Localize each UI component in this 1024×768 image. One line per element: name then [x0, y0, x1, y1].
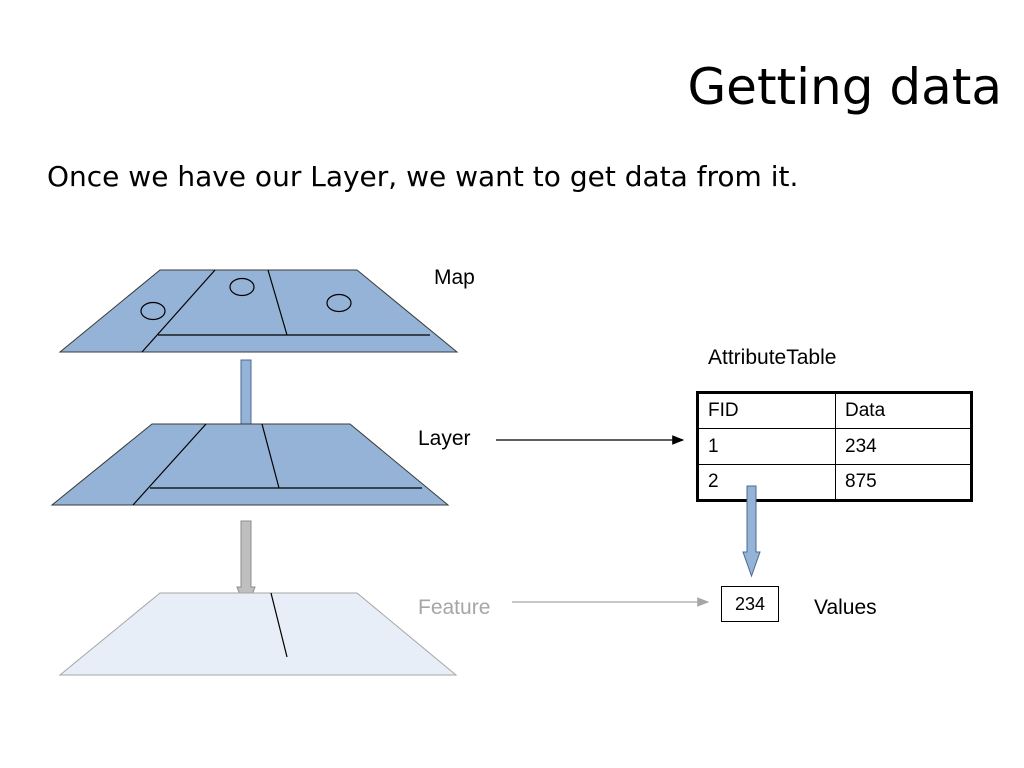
feature-label: Feature: [418, 596, 491, 619]
map-label: Map: [434, 266, 475, 289]
layer-plane: [50, 423, 450, 506]
map-point-feature: [229, 277, 255, 297]
attribute-table: FID Data 1 234 2 875: [696, 391, 973, 502]
value-box: 234: [721, 586, 779, 622]
values-label: Values: [814, 596, 877, 619]
slide-subtitle: Once we have our Layer, we want to get d…: [47, 160, 799, 193]
feature-plane: [58, 592, 458, 676]
table-header-cell: FID: [697, 392, 836, 429]
table-header-row: FID Data: [697, 392, 972, 429]
map-plane: [58, 269, 459, 353]
table-row: 1 234: [697, 428, 972, 465]
map-point-feature: [326, 293, 352, 313]
slide-title: Getting data: [687, 58, 1002, 116]
table-row: 2 875: [697, 464, 972, 501]
attribute-table-label: AttributeTable: [708, 346, 837, 369]
table-cell: 875: [835, 464, 972, 501]
map-point-feature: [140, 301, 166, 321]
layer-label: Layer: [418, 427, 471, 450]
table-cell: 2: [697, 464, 836, 501]
table-header-cell: Data: [835, 392, 972, 429]
table-cell: 1: [697, 428, 836, 465]
table-cell: 234: [835, 428, 972, 465]
